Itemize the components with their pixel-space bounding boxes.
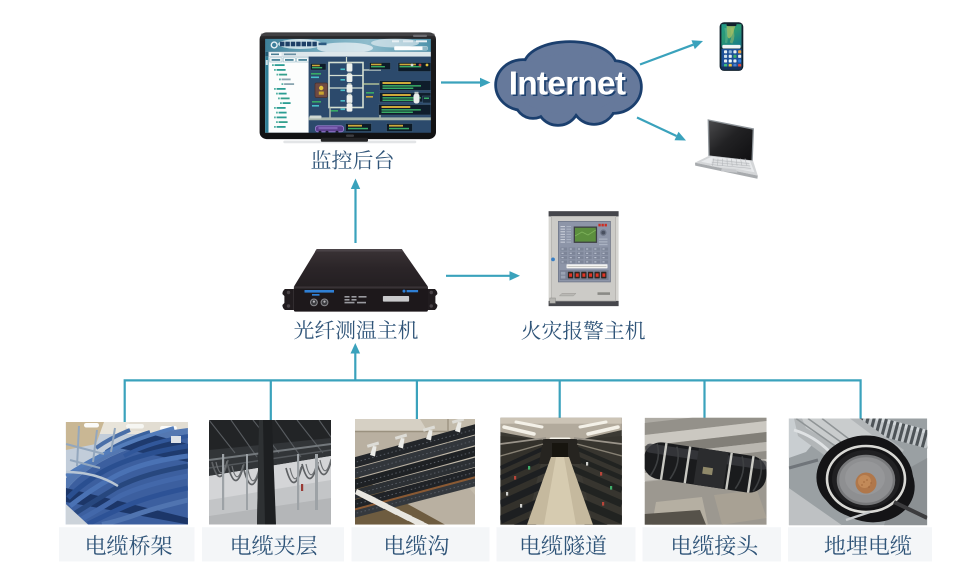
svg-text:Internet: Internet: [509, 65, 626, 102]
svg-text:Internet: Internet: [510, 67, 627, 104]
